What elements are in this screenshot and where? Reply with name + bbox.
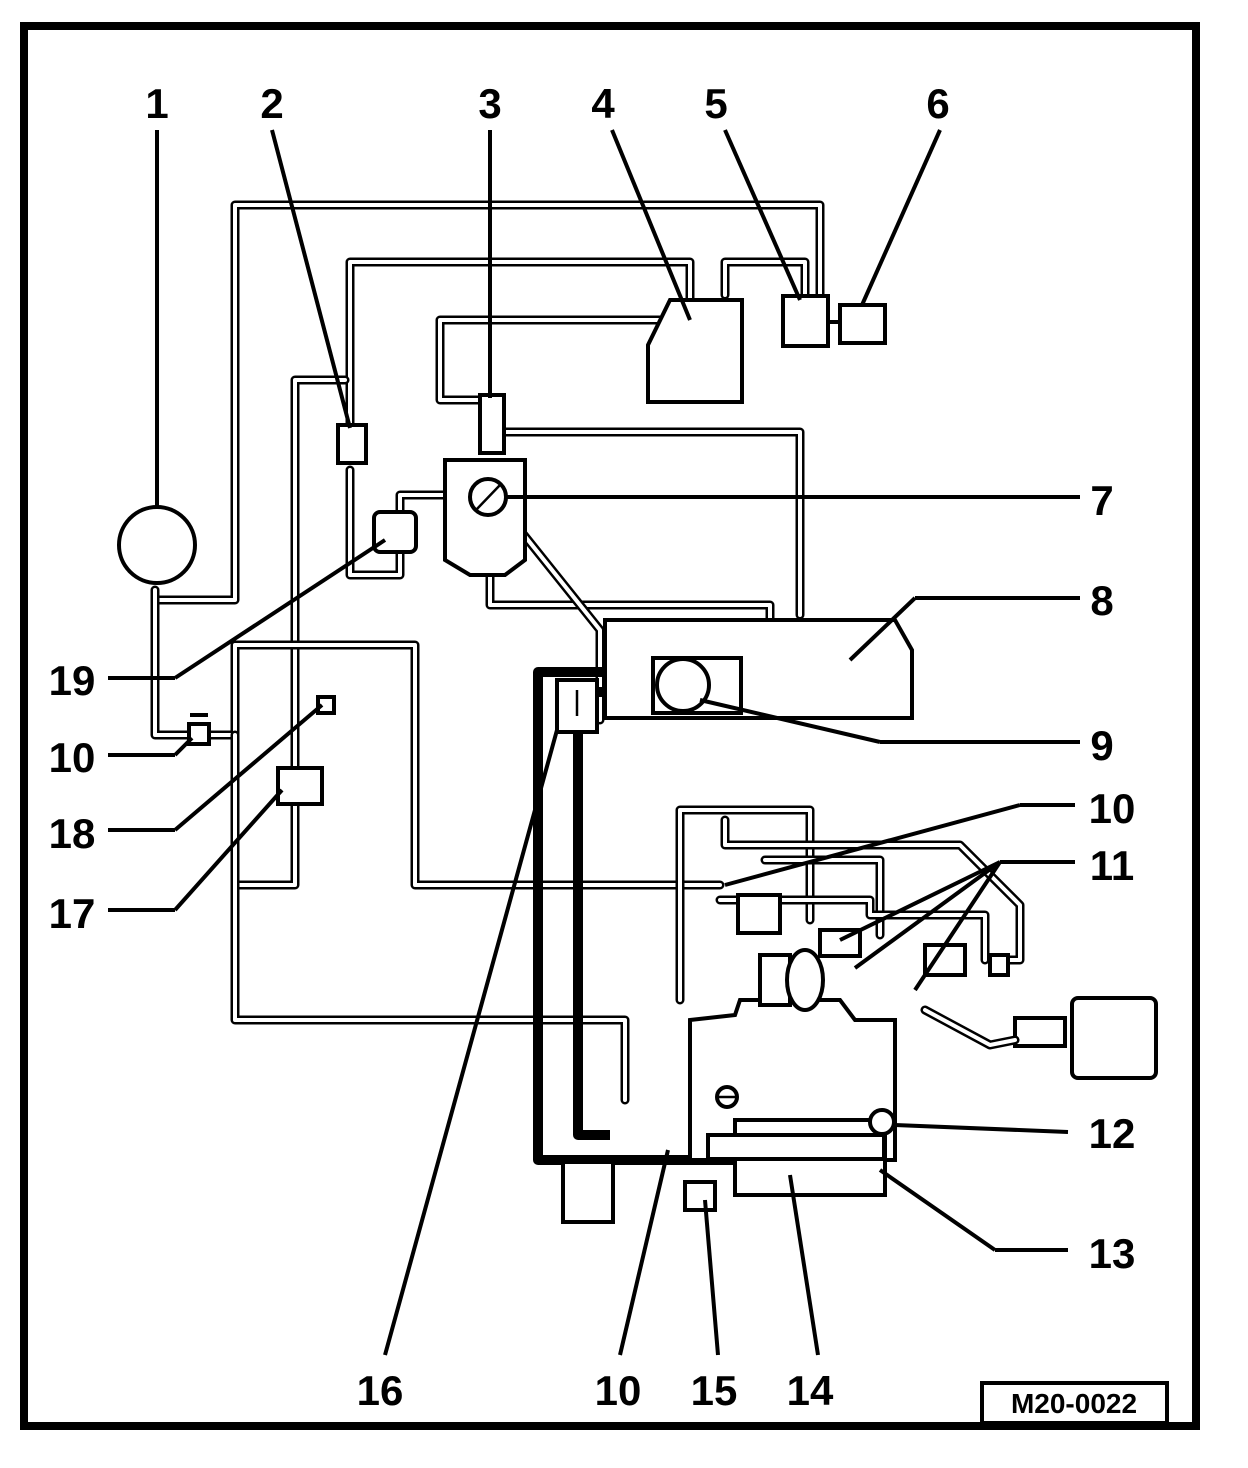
components (117, 294, 1158, 1224)
component-11 (988, 953, 1010, 977)
reference-code: M20-0022 (1011, 1388, 1137, 1419)
callout-13: 13 (1089, 1230, 1136, 1277)
component-18 (316, 695, 336, 715)
diagram-frame (20, 22, 1200, 1430)
hose-right-loop (500, 427, 805, 620)
leader-10-right (724, 803, 1021, 887)
leader-19 (173, 538, 387, 680)
reference-box: M20-0022 (980, 1381, 1169, 1425)
callout-6: 6 (926, 80, 949, 127)
vacuum-reservoir (117, 505, 197, 585)
check-valve-10-left (187, 722, 211, 746)
component-17 (276, 766, 324, 806)
component-5 (781, 294, 830, 348)
hose-2-left (230, 375, 350, 890)
leader-6 (860, 129, 942, 306)
callout-4: 4 (591, 80, 615, 127)
callout-7: 7 (1090, 477, 1113, 524)
leader-2 (270, 129, 352, 429)
component-9 (655, 657, 711, 713)
leader-5 (723, 129, 802, 301)
component-6 (838, 303, 887, 345)
control-module (1070, 996, 1158, 1080)
leader-lines (108, 129, 1080, 1356)
callout-1: 1 (145, 80, 168, 127)
leader-11c (839, 860, 1001, 942)
callout-16: 16 (357, 1367, 404, 1414)
callout-8: 8 (1090, 577, 1113, 624)
component-13 (706, 1133, 886, 1161)
hose-to-4 (435, 315, 675, 405)
component-engine-e (923, 943, 967, 977)
callout-3: 3 (478, 80, 501, 127)
leader-8 (848, 596, 917, 662)
callout-10-right: 10 (1089, 785, 1136, 832)
callout-14: 14 (787, 1367, 834, 1414)
leader-17 (173, 788, 284, 912)
leader-16 (383, 729, 559, 1356)
callout-10-left: 10 (49, 734, 96, 781)
callout-17: 17 (49, 890, 96, 937)
callout-2: 2 (260, 80, 283, 127)
leader-9 (699, 698, 881, 744)
valve-2 (336, 423, 368, 465)
leader-10-bottom (618, 1149, 670, 1356)
component-15 (683, 1180, 717, 1212)
component-4 (646, 298, 744, 404)
callout-19: 19 (49, 657, 96, 704)
control-module-connector (1013, 1016, 1067, 1048)
callout-15: 15 (691, 1367, 738, 1414)
callout-12: 12 (1089, 1110, 1136, 1157)
callout-18: 18 (49, 810, 96, 857)
component-12 (868, 1108, 896, 1136)
hose-engine-mid (720, 815, 1025, 965)
heavy-hose-inner (573, 687, 655, 1140)
leader-10-left-b (173, 736, 194, 757)
hose-left-long (150, 585, 195, 740)
component-3 (478, 393, 506, 455)
leader-15 (703, 1199, 720, 1356)
callout-9: 9 (1090, 722, 1113, 769)
leader-4 (610, 129, 692, 321)
callout-11: 11 (1090, 842, 1134, 889)
intercooler (561, 1160, 615, 1224)
callout-labels: 1 2 3 4 5 6 7 8 9 10 10 10 11 12 13 14 1… (49, 80, 1136, 1414)
callout-10-bottom: 10 (595, 1367, 642, 1414)
hose-under-3 (485, 570, 775, 625)
component-engine-a (736, 893, 782, 935)
leader-13 (878, 1168, 997, 1252)
component-19 (372, 510, 418, 554)
callout-5: 5 (704, 80, 727, 127)
component-engine-c (785, 948, 825, 1012)
hose-second-loop (345, 257, 695, 460)
leader-12 (894, 1123, 1069, 1134)
leader-11b (913, 860, 1002, 992)
hose-to-5 (720, 257, 810, 300)
hose-network (150, 200, 1025, 1105)
leader-11a (853, 860, 1002, 970)
leader-18 (173, 703, 324, 832)
leader-14 (788, 1174, 820, 1356)
